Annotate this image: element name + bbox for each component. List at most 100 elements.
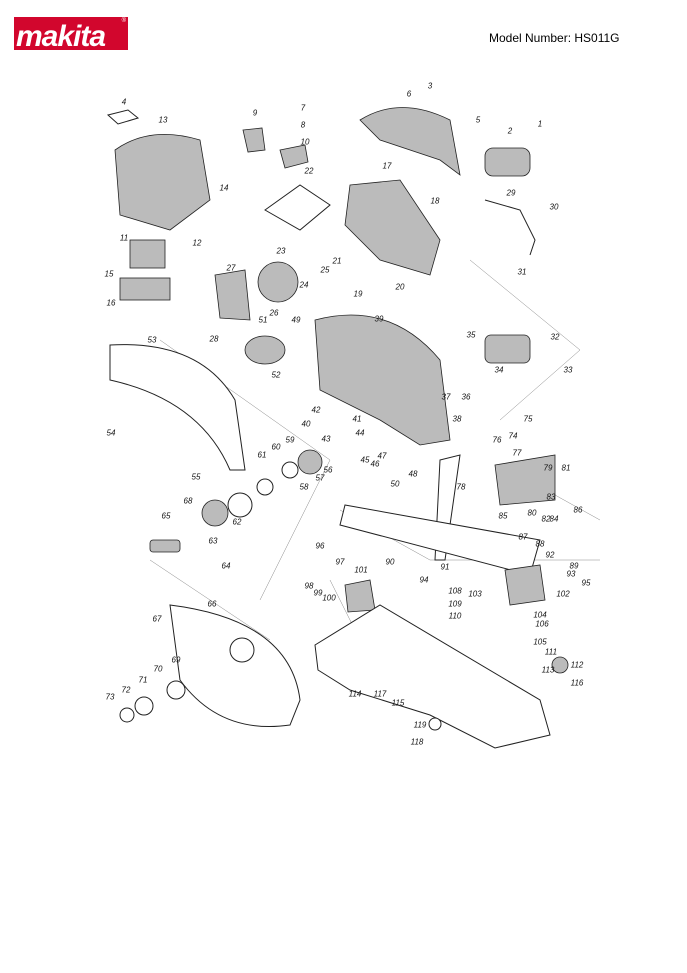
part-number-label: 40 (301, 419, 311, 429)
part-number-label: 39 (374, 314, 384, 324)
part-4 (106, 109, 140, 125)
part-number-label: 54 (106, 428, 116, 438)
part-number-label: 63 (208, 536, 218, 546)
part-26 (257, 261, 299, 303)
part-52 (244, 335, 286, 365)
part-number-label: 45 (360, 455, 370, 465)
part-number-label: 38 (452, 414, 462, 424)
part-number-label: 110 (448, 611, 462, 621)
part-number-label: 26 (269, 308, 279, 318)
part-number-label: 97 (335, 557, 345, 567)
part-number-label: 61 (257, 450, 267, 460)
part-71 (134, 696, 154, 716)
guard-hub (229, 637, 255, 663)
part-number-label: 9 (252, 108, 258, 118)
part-number-label: 87 (518, 532, 528, 542)
part-number-label: 24 (299, 280, 309, 290)
part-number-label: 113 (541, 665, 555, 675)
part-number-label: 15 (104, 269, 114, 279)
part-13-handle (114, 134, 211, 231)
part-58-gear (297, 449, 323, 475)
part-number-label: 64 (221, 561, 231, 571)
part-number-label: 83 (546, 492, 556, 502)
part-number-label: 18 (430, 196, 440, 206)
part-number-label: 56 (323, 465, 333, 475)
part-number-label: 60 (271, 442, 281, 452)
part-59 (281, 461, 299, 479)
part-number-label: 7 (300, 103, 306, 113)
part-number-label: 16 (106, 298, 116, 308)
part-number-label: 69 (171, 655, 181, 665)
part-number-label: 50 (390, 479, 400, 489)
part-9 (242, 127, 266, 153)
part-number-label: 62 (232, 517, 242, 527)
part-number-label: 36 (461, 392, 471, 402)
part-number-label: 71 (138, 675, 148, 685)
part-number-label: 14 (219, 183, 229, 193)
part-number-label: 74 (508, 431, 518, 441)
part-number-label: 108 (448, 586, 462, 596)
part-number-label: 119 (413, 720, 427, 730)
part-number-label: 80 (527, 508, 537, 518)
part-72 (119, 707, 135, 723)
part-number-label: 78 (456, 482, 466, 492)
part-number-label: 92 (545, 550, 555, 560)
part-number-label: 111 (544, 647, 558, 657)
part-number-label: 112 (570, 660, 584, 670)
part-17-housing (344, 179, 441, 276)
part-number-label: 65 (161, 511, 171, 521)
part-number-label: 11 (119, 233, 129, 243)
part-6-housing (359, 107, 461, 176)
part-number-label: 31 (517, 267, 527, 277)
part-34-armature (484, 334, 531, 364)
part-number-label: 93 (566, 569, 576, 579)
part-number-label: 100 (322, 593, 336, 603)
part-number-label: 105 (533, 637, 547, 647)
part-number-label: 70 (153, 664, 163, 674)
part-number-label: 21 (332, 256, 342, 266)
part-number-label: 30 (549, 202, 559, 212)
part-number-label: 103 (468, 589, 482, 599)
part-number-label: 95 (581, 578, 591, 588)
part-10 (279, 144, 309, 169)
part-number-label: 79 (543, 463, 553, 473)
part-number-label: 8 (300, 120, 306, 130)
part-11 (129, 239, 166, 269)
part-number-label: 49 (291, 315, 301, 325)
part-number-label: 43 (321, 434, 331, 444)
part-65-spindle (149, 539, 181, 553)
part-number-label: 116 (570, 678, 584, 688)
part-number-label: 29 (506, 188, 516, 198)
part-number-label: 82 (541, 514, 551, 524)
makita-logo: makita® (14, 17, 128, 50)
part-number-label: 118 (410, 737, 424, 747)
part-number-label: 67 (152, 614, 162, 624)
part-number-label: 33 (563, 365, 573, 375)
part-number-label: 41 (352, 414, 362, 424)
part-number-label: 99 (313, 588, 323, 598)
part-ring (227, 492, 253, 518)
part-119 (428, 717, 442, 731)
part-number-label: 19 (353, 289, 363, 299)
part-number-label: 109 (448, 599, 462, 609)
part-number-label: 5 (475, 115, 481, 125)
part-number-label: 17 (382, 161, 392, 171)
logo-text: makita (16, 20, 106, 51)
part-number-label: 68 (183, 496, 193, 506)
part-number-label: 59 (285, 435, 295, 445)
part-22-board (264, 184, 331, 231)
part-number-label: 77 (512, 448, 522, 458)
part-number-label: 55 (191, 472, 201, 482)
part-number-label: 85 (498, 511, 508, 521)
part-number-label: 94 (419, 575, 429, 585)
part-15 (119, 277, 171, 301)
part-number-label: 117 (373, 689, 387, 699)
part-number-label: 6 (406, 89, 412, 99)
part-number-label: 47 (377, 451, 387, 461)
part-number-label: 46 (370, 459, 380, 469)
part-number-label: 52 (271, 370, 281, 380)
part-53-blade-guard (109, 344, 246, 471)
part-number-label: 10 (300, 137, 310, 147)
part-number-label: 102 (556, 589, 570, 599)
part-number-label: 101 (354, 565, 368, 575)
